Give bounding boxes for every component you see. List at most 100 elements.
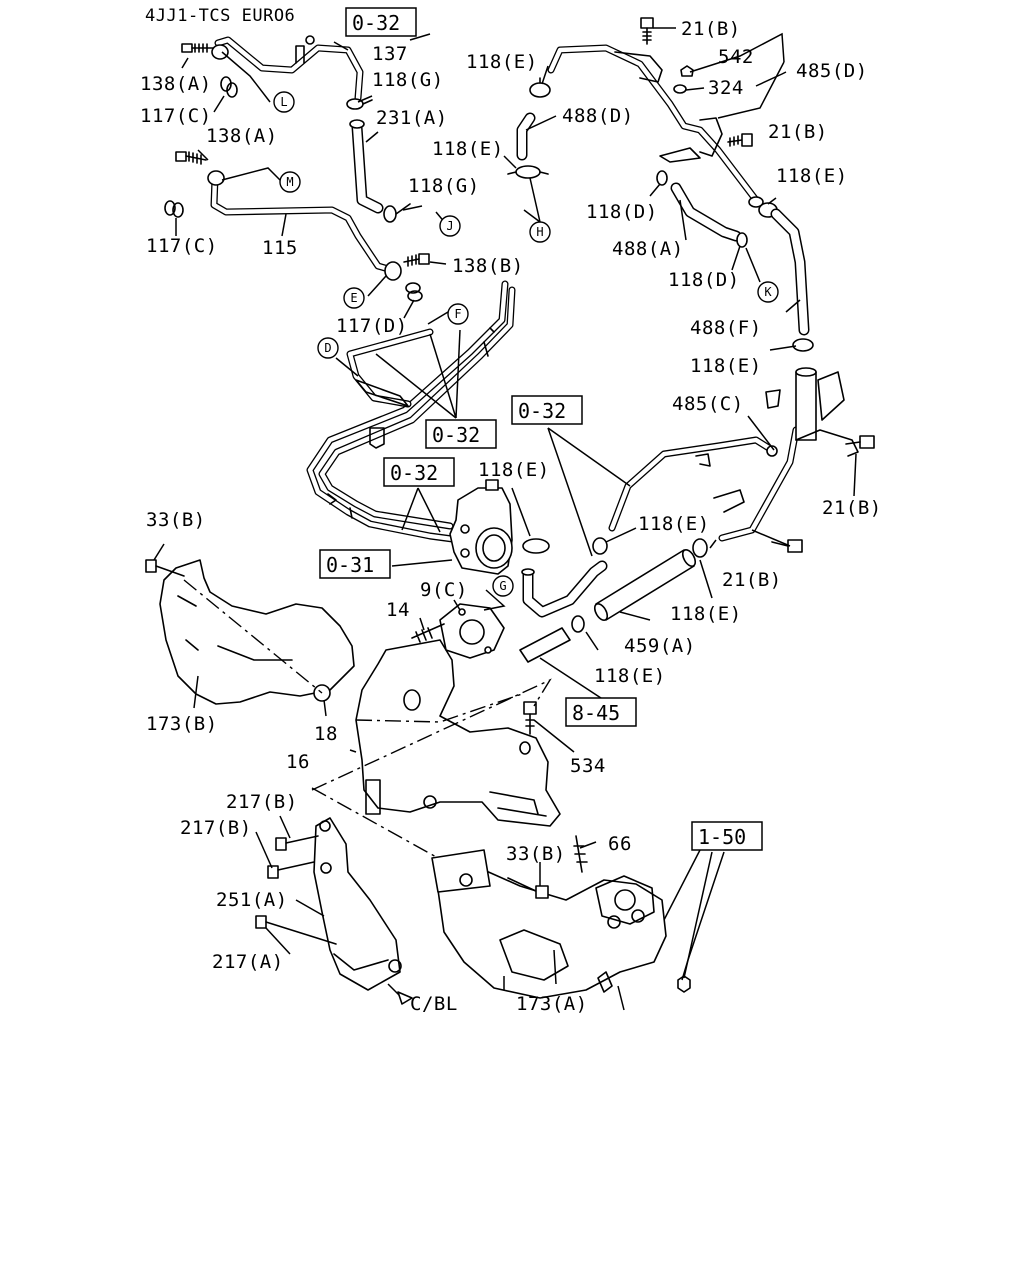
label-534: 534 — [570, 755, 606, 777]
ref-box-1-50: 1-50 — [691, 821, 763, 851]
turbo-heat-shield-173A — [431, 849, 691, 999]
pipe-8-45-drawing — [519, 627, 571, 663]
pipe-485C-drawing — [608, 367, 859, 542]
label-118D-a: 118(D) — [586, 201, 658, 223]
manifold-16-drawing — [313, 639, 561, 827]
ref-box-0-32-right: 0-32 — [511, 395, 583, 425]
bolt-21B-top — [640, 17, 654, 45]
label-18: 18 — [314, 723, 338, 745]
bolt-21B-right — [727, 133, 753, 147]
label-324: 324 — [708, 77, 744, 99]
bolt-33B-top — [145, 559, 185, 577]
label-459A: 459(A) — [624, 635, 696, 657]
stud-14 — [411, 623, 445, 643]
ref-box-0-32-mid: 0-32 — [425, 419, 497, 449]
label-485C: 485(C) — [672, 393, 744, 415]
leader-lines — [153, 27, 857, 1011]
pipe-115-drawing — [207, 170, 402, 281]
label-118G-a: 118(G) — [372, 69, 444, 91]
marker-M: M — [279, 171, 301, 193]
clip-118G-top — [346, 98, 373, 110]
bolt-534 — [523, 701, 537, 735]
clip-118E-right-of-459 — [692, 538, 708, 558]
bolt-21B-far-right — [845, 435, 875, 449]
ref-box-8-45: 8-45 — [565, 697, 637, 727]
model-header: 4JJ1-TCS EURO6 — [145, 6, 295, 26]
ref-box-0-32-top: 0-32 — [345, 7, 417, 37]
hose-G-drawing — [521, 560, 608, 618]
label-488D: 488(D) — [562, 105, 634, 127]
marker-F: F — [447, 303, 469, 325]
svg-text:1-50: 1-50 — [698, 825, 746, 849]
svg-text:E: E — [350, 291, 357, 305]
label-118E-g: 118(E) — [670, 603, 742, 625]
svg-text:0-32: 0-32 — [432, 423, 480, 447]
hose-459A-drawing — [593, 549, 697, 621]
label-138A-b: 138(A) — [206, 125, 278, 147]
bracket-251A-drawing — [313, 817, 402, 991]
reference-boxes: 0-32 0-32 0-32 0-32 0-31 8-45 1-50 — [319, 7, 763, 851]
bolt-138A-mid — [175, 151, 207, 165]
clip-118E-thermostat — [522, 538, 550, 554]
label-21B-a: 21(B) — [681, 18, 741, 40]
clip-118E-lower-right — [792, 338, 814, 352]
label-117D: 117(D) — [336, 315, 408, 337]
label-137: 137 — [372, 43, 408, 65]
clip-118E-mid — [507, 165, 549, 179]
label-118E-a: 118(E) — [466, 51, 538, 73]
label-173B: 173(B) — [146, 713, 218, 735]
pipe-137-drawing — [214, 35, 364, 102]
hose-231A-drawing — [349, 119, 384, 214]
marker-G: G — [492, 575, 514, 597]
svg-text:M: M — [286, 175, 293, 189]
arrow-c-bl — [397, 991, 413, 1005]
label-217B-b: 217(B) — [180, 817, 252, 839]
svg-text:D: D — [324, 341, 331, 355]
label-66: 66 — [608, 833, 632, 855]
stud-66 — [573, 835, 588, 873]
hose-488F-drawing — [770, 208, 810, 336]
label-217B-a: 217(B) — [226, 791, 298, 813]
heat-shield-173B — [159, 559, 355, 705]
label-118D-b: 118(D) — [668, 269, 740, 291]
bolt-217A — [255, 915, 337, 945]
label-16: 16 — [286, 751, 310, 773]
ref-box-0-32-left: 0-32 — [383, 457, 455, 487]
bolt-217B-a — [275, 835, 319, 851]
svg-text:F: F — [454, 307, 461, 321]
label-118E-d: 118(E) — [690, 355, 762, 377]
alignment-lines — [183, 579, 552, 859]
svg-text:K: K — [764, 285, 772, 299]
label-118E-b: 118(E) — [432, 138, 504, 160]
label-138B: 138(B) — [452, 255, 524, 277]
label-14: 14 — [386, 599, 410, 621]
marker-D: D — [317, 337, 339, 359]
hose-488A-drawing — [670, 182, 742, 242]
svg-text:0-32: 0-32 — [390, 461, 438, 485]
label-138A-a: 138(A) — [140, 73, 212, 95]
label-21B-d: 21(B) — [722, 569, 782, 591]
label-9C: 9(C) — [420, 579, 468, 601]
label-488A: 488(A) — [612, 238, 684, 260]
marker-L: L — [273, 91, 295, 113]
label-118E-h: 118(E) — [594, 665, 666, 687]
nut-542 — [680, 65, 694, 77]
svg-text:0-32: 0-32 — [352, 11, 400, 35]
label-251A: 251(A) — [216, 889, 288, 911]
clip-118G-lower — [383, 203, 411, 223]
marker-H: H — [529, 221, 551, 243]
hose-488D-drawing — [516, 112, 536, 161]
svg-text:J: J — [446, 219, 453, 233]
label-21B-b: 21(B) — [768, 121, 828, 143]
bolt-33B-bottom — [507, 877, 549, 899]
svg-text:G: G — [499, 579, 506, 593]
clip-118E-left-of-459 — [592, 537, 608, 555]
label-118G-b: 118(G) — [408, 175, 480, 197]
label-485D: 485(D) — [796, 60, 868, 82]
svg-text:L: L — [280, 95, 287, 109]
svg-text:0-31: 0-31 — [326, 553, 374, 577]
label-173A: 173(A) — [516, 993, 588, 1015]
label-118E-e: 118(E) — [478, 459, 550, 481]
washer-324 — [673, 84, 687, 94]
